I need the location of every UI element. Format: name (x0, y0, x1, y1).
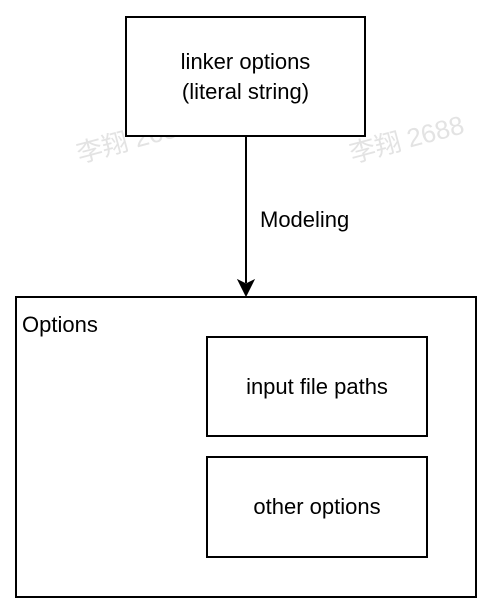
arrow-head (236, 278, 256, 298)
modeling-edge-label: Modeling (260, 205, 350, 235)
options-container-title: Options (22, 312, 98, 337)
linker-options-node: linker options (literal string) (125, 16, 366, 137)
input-file-paths-node: input file paths (206, 336, 428, 437)
linker-options-label: linker options (literal string) (181, 47, 311, 107)
options-container: Options input file paths other options (15, 296, 477, 598)
other-options-label: other options (253, 494, 381, 519)
linker-options-title: linker options (180, 48, 311, 74)
input-file-paths-label: input file paths (246, 373, 388, 399)
other-options-node: other options (206, 456, 428, 558)
linker-options-subtitle: (literal string) (181, 78, 310, 104)
